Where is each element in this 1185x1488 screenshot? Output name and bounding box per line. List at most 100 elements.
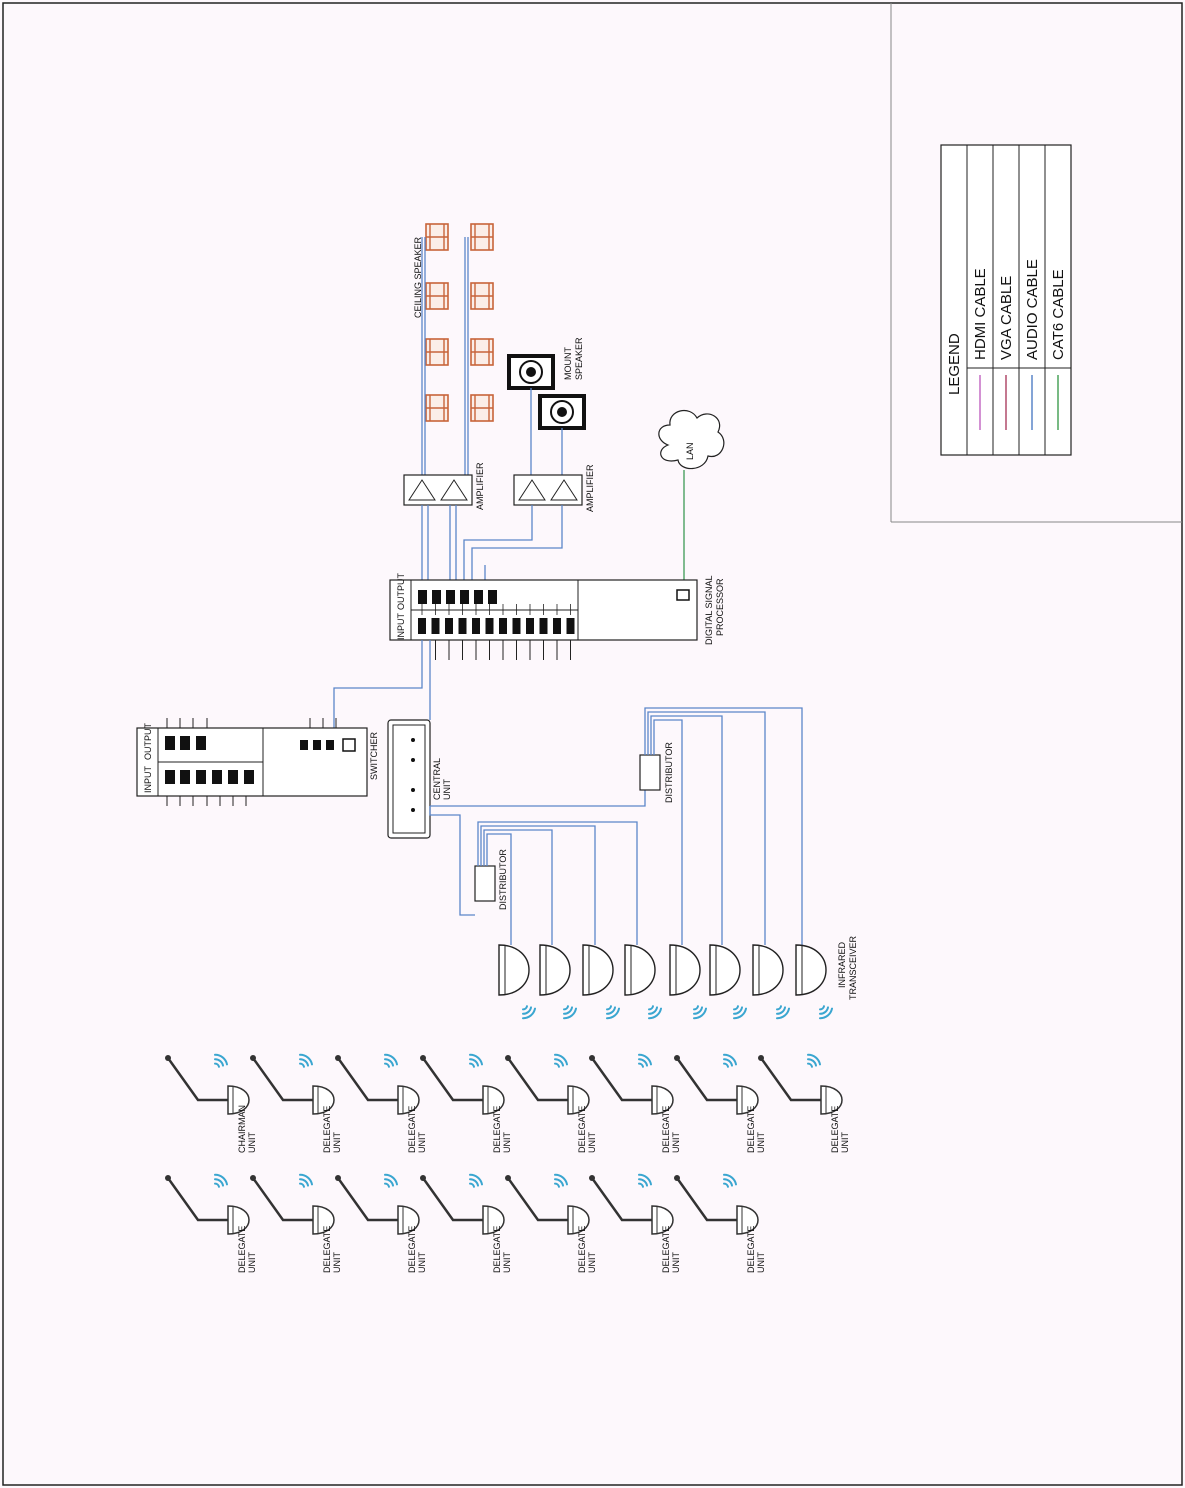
wireless-signal-icon: [648, 1005, 662, 1020]
dsp-input-port: [553, 618, 561, 634]
distributor-wiring: [429, 790, 646, 916]
delegate-label: DELEGATE: [322, 1226, 332, 1273]
unit-label: UNIT: [840, 1132, 850, 1153]
legend-label-hdmi: HDMI CABLE: [972, 268, 989, 360]
ceiling-speaker-icon: [470, 282, 494, 310]
dsp-output-port: [488, 590, 497, 604]
wireless-signal-icon: [819, 1005, 833, 1020]
unit-label: UNIT: [587, 1252, 597, 1273]
infrared-label-2: TRANSCEIVER: [848, 935, 858, 1000]
wireless-signal-icon: [469, 1053, 483, 1068]
legend: LEGEND HDMI CABLE VGA CABLE AUDIO CABLE …: [940, 144, 1072, 456]
wireless-signal-icon: [299, 1173, 313, 1188]
delegate-label: DELEGATE: [661, 1226, 671, 1273]
unit-label: UNIT: [756, 1252, 766, 1273]
unit-label: UNIT: [671, 1132, 681, 1153]
delegate-label: DELEGATE: [577, 1226, 587, 1273]
wireless-signal-icon: [214, 1173, 228, 1188]
delegate-label: DELEGATE: [746, 1226, 756, 1273]
dsp-output-port: [432, 590, 441, 604]
unit-label: UNIT: [247, 1252, 257, 1273]
infrared-transceiver-icon: [669, 944, 701, 996]
wireless-signal-icon: [384, 1053, 398, 1068]
amplifier-label-2: AMPLIFIER: [585, 464, 595, 512]
dsp-input-port: [431, 618, 440, 634]
ceiling-speaker-icon: [470, 338, 494, 366]
amplifier-label-1: AMPLIFIER: [475, 462, 485, 510]
wireless-signal-icon: [384, 1173, 398, 1188]
delegate-label: DELEGATE: [577, 1106, 587, 1153]
unit-label: UNIT: [332, 1132, 342, 1153]
dsp-label-1: DIGITAL SIGNAL: [704, 575, 714, 645]
unit-label: UNIT: [587, 1132, 597, 1153]
unit-label: UNIT: [756, 1132, 766, 1153]
unit-label: UNIT: [417, 1252, 427, 1273]
dsp-output-label: OUTPUT: [396, 573, 406, 611]
legend-label-cat6: CAT6 CABLE: [1050, 269, 1067, 360]
ceiling-speaker-icon: [425, 338, 449, 366]
wireless-signal-icon: [563, 1005, 577, 1020]
distributor-label-lower: DISTRIBUTOR: [498, 849, 508, 910]
unit-label: UNIT: [671, 1252, 681, 1273]
ceiling-speaker-icon: [425, 223, 449, 251]
dsp-label-2: PROCESSOR: [715, 578, 725, 636]
dsp-output-port: [460, 590, 469, 604]
distributor-lower: DISTRIBUTOR: [474, 821, 638, 945]
wireless-signal-icon: [554, 1173, 568, 1188]
wireless-signal-icon: [638, 1173, 652, 1188]
delegate-label: DELEGATE: [746, 1106, 756, 1153]
delegate-label: DELEGATE: [322, 1106, 332, 1153]
legend-title: LEGEND: [946, 333, 963, 395]
wireless-signal-icon: [554, 1053, 568, 1068]
ceiling-speaker-icon: [470, 223, 494, 251]
mount-speaker-label-2: SPEAKER: [574, 337, 584, 380]
dsp-input-port: [485, 618, 494, 634]
dsp-output-port: [474, 590, 483, 604]
mount-speakers: MOUNT SPEAKER: [507, 337, 586, 475]
central-unit: CENTRAL UNIT: [387, 719, 452, 839]
infrared-transceiver-icon: [539, 944, 571, 996]
mount-speaker-icon: [538, 394, 586, 430]
dsp-input-port: [458, 618, 467, 634]
central-unit-label-2: UNIT: [442, 779, 452, 800]
chairman-label: CHAIRMAN: [237, 1105, 247, 1153]
switcher-input-label: INPUT: [143, 765, 153, 793]
dsp-input-port: [512, 618, 521, 634]
infrared-transceiver-icon: [624, 944, 656, 996]
switcher-label: SWITCHER: [369, 732, 379, 780]
wireless-signal-icon: [693, 1005, 707, 1020]
infrared-transceiver-icon: [709, 944, 741, 996]
ceiling-speaker-label: CEILING SPEAKER: [413, 236, 423, 318]
wireless-signal-icon: [606, 1005, 620, 1020]
lan-label: LAN: [685, 442, 695, 460]
unit-label: UNIT: [247, 1132, 257, 1153]
ceiling-speaker-icon: [470, 394, 494, 422]
wireless-signal-icon: [214, 1053, 228, 1068]
dsp-input-label: INPUT: [396, 612, 406, 640]
infrared-transceiver-icon: [582, 944, 614, 996]
infrared-transceiver-icon: [752, 944, 784, 996]
dsp-input-port: [418, 618, 426, 634]
dsp-input-port: [526, 618, 534, 634]
infrared-transceiver-icon: [498, 944, 530, 996]
delegate-label: DELEGATE: [830, 1106, 840, 1153]
infrared-transceiver-icon: [795, 944, 827, 996]
wireless-signal-icon: [638, 1053, 652, 1068]
wireless-signal-icon: [733, 1005, 747, 1020]
delegate-label: DELEGATE: [492, 1106, 502, 1153]
wireless-signal-icon: [723, 1173, 737, 1188]
